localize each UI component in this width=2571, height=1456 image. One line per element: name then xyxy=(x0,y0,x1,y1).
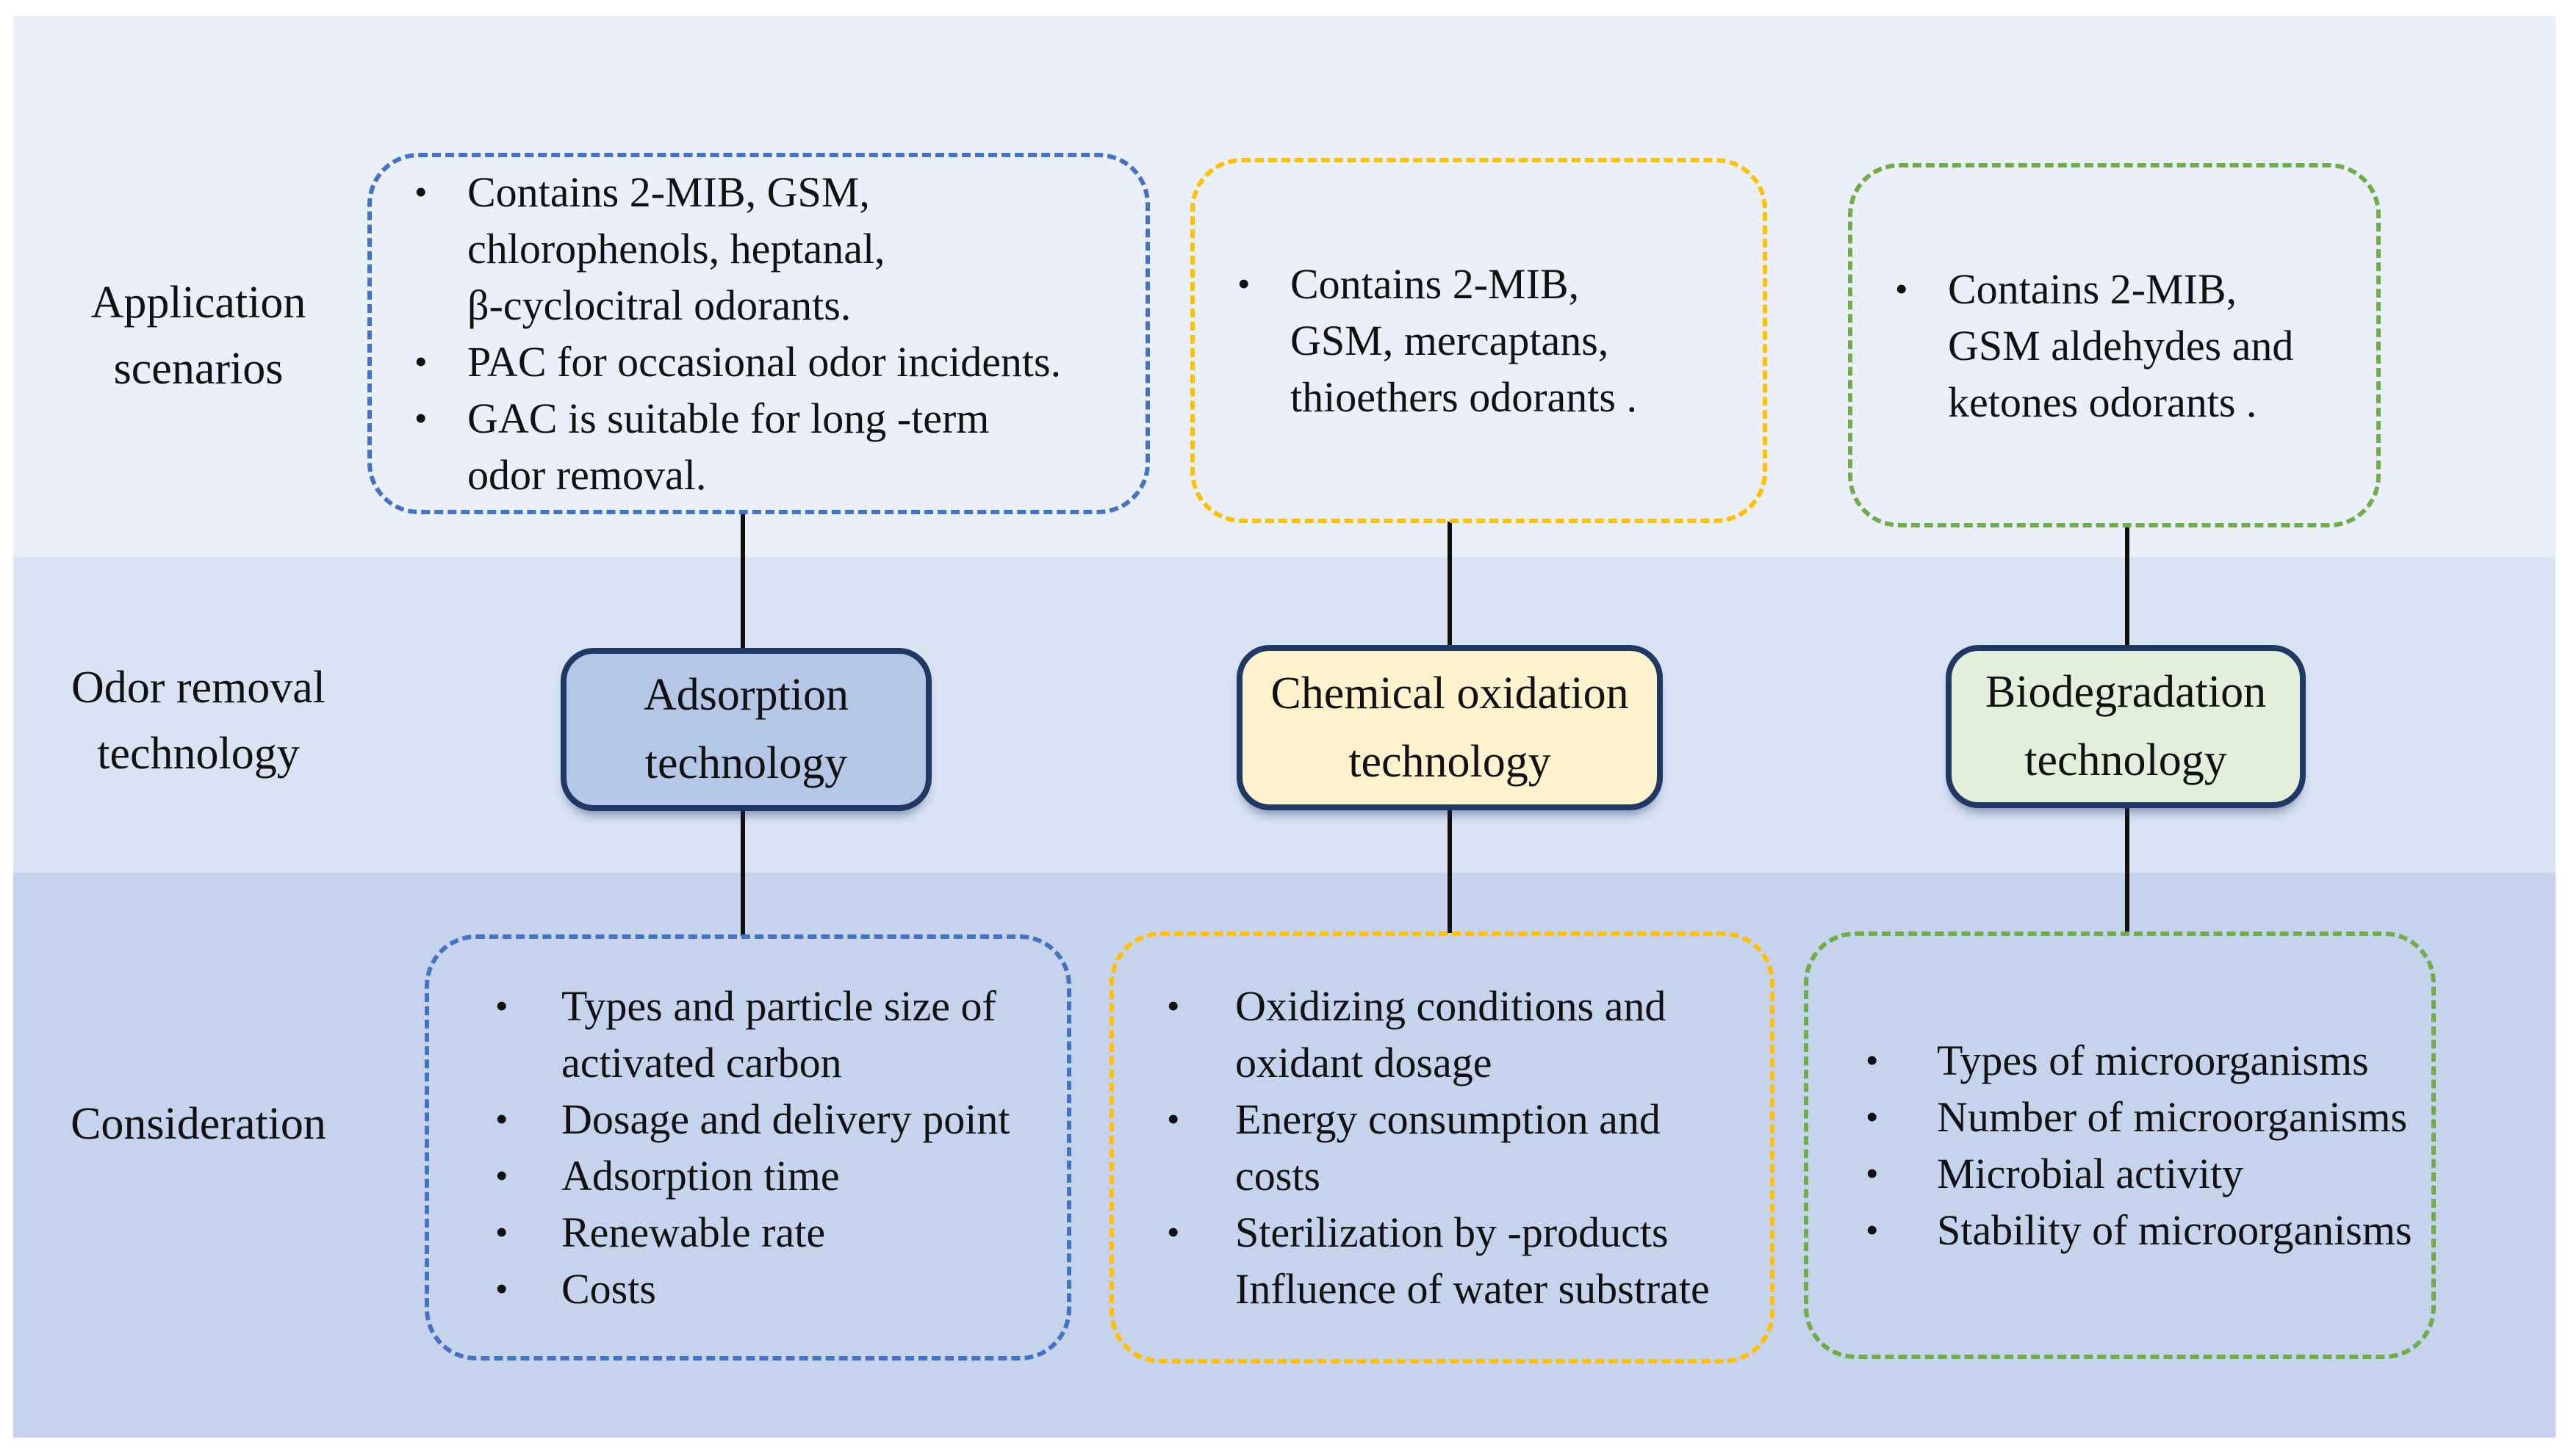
consideration-box-chemical-oxidation: Oxidizing conditions and oxidant dosage … xyxy=(1110,931,1774,1363)
list-item: Costs xyxy=(429,1261,1049,1317)
list-item: Types of microorganisms xyxy=(1808,1032,2413,1089)
list-item: PAC for occasional odor incidents. xyxy=(372,334,1127,390)
list-item: Number of microorganisms xyxy=(1808,1089,2413,1145)
connector-biodegradation-bottom xyxy=(2125,807,2129,933)
connector-adsorption-bottom xyxy=(741,810,745,936)
list-item: Contains 2-MIB, GSM, chlorophenols, hept… xyxy=(372,164,1127,334)
connector-chemical-oxidation-top xyxy=(1448,522,1452,646)
row-label-odor-removal-technology: Odor removal technology xyxy=(71,663,326,779)
consideration-list-chemical-oxidation: Oxidizing conditions and oxidant dosage … xyxy=(1114,978,1770,1317)
list-item: Microbial activity xyxy=(1808,1145,2413,1202)
list-item: Types and particle size of activated car… xyxy=(429,978,1049,1091)
application-box-chemical-oxidation: Contains 2-MIB, GSM, mercaptans, thioeth… xyxy=(1190,158,1767,523)
consideration-list-biodegradation: Types of microorganisms Number of microo… xyxy=(1808,1032,2431,1258)
connector-biodegradation-top xyxy=(2125,526,2129,646)
list-item: Stability of microorganisms xyxy=(1808,1202,2413,1258)
list-item: Adsorption time xyxy=(429,1147,1049,1204)
list-item: Sterilization by -products Influence of … xyxy=(1114,1204,1752,1317)
application-box-adsorption: Contains 2-MIB, GSM, chlorophenols, hept… xyxy=(367,153,1150,514)
list-item: Oxidizing conditions and oxidant dosage xyxy=(1114,978,1752,1091)
consideration-box-adsorption: Types and particle size of activated car… xyxy=(425,934,1071,1361)
consideration-list-adsorption: Types and particle size of activated car… xyxy=(429,978,1067,1317)
technology-box-biodegradation: Biodegradation technology xyxy=(1946,645,2306,808)
technology-box-chemical-oxidation: Chemical oxidation technology xyxy=(1237,645,1663,810)
list-item: GAC is suitable for long -term odor remo… xyxy=(372,390,1127,503)
application-box-biodegradation: Contains 2-MIB, GSM aldehydes and ketone… xyxy=(1848,163,2381,527)
list-item: Dosage and delivery point xyxy=(429,1091,1049,1147)
consideration-box-biodegradation: Types of microorganisms Number of microo… xyxy=(1804,931,2436,1359)
row-label-consideration: Consideration xyxy=(71,1099,326,1149)
list-item: Energy consumption and costs xyxy=(1114,1091,1752,1204)
technology-box-adsorption: Adsorption technology xyxy=(561,648,932,811)
list-item: Contains 2-MIB, GSM, mercaptans, thioeth… xyxy=(1195,256,1744,425)
application-list-chemical-oxidation: Contains 2-MIB, GSM, mercaptans, thioeth… xyxy=(1195,256,1763,425)
list-item: Renewable rate xyxy=(429,1204,1049,1261)
row-label-application-scenarios: Application scenarios xyxy=(90,278,306,394)
application-list-adsorption: Contains 2-MIB, GSM, chlorophenols, hept… xyxy=(372,164,1146,503)
application-list-biodegradation: Contains 2-MIB, GSM aldehydes and ketone… xyxy=(1852,261,2376,430)
connector-chemical-oxidation-bottom xyxy=(1448,809,1452,933)
connector-adsorption-top xyxy=(741,514,745,649)
list-item: Contains 2-MIB, GSM aldehydes and ketone… xyxy=(1852,261,2358,430)
